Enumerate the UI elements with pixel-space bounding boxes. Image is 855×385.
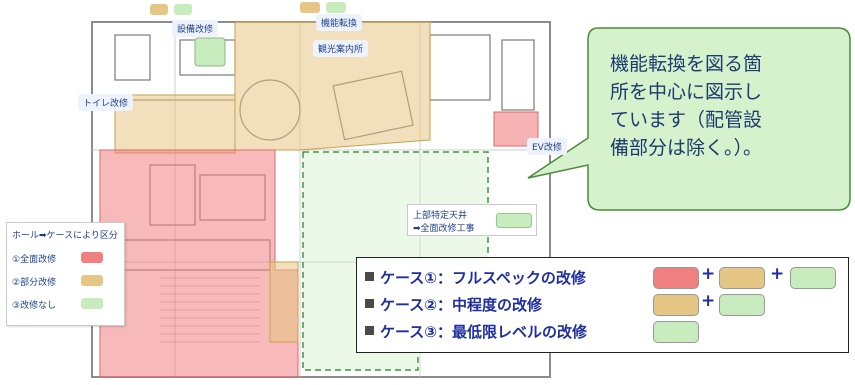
case-2-box-none <box>719 294 765 316</box>
skylight-green-swatch <box>496 213 532 228</box>
chip-equipment-none <box>174 4 192 15</box>
case-1-plus-2: + <box>770 264 785 284</box>
skylight-line2: ➡全面改修工事 <box>413 224 475 234</box>
bubble-text: 機能転換を図る箇 所を中心に図示し ています（配管設 備部分は除く。）。 <box>610 50 830 162</box>
cases-legend: ケース①：フルスペックの改修 ケース②：中程度の改修 ケース③：最低限レベルの改… <box>356 257 849 353</box>
legend-item-full: ①全面改修 <box>12 255 57 265</box>
case-2-label: ケース②：中程度の改修 <box>380 296 542 314</box>
bullet-square <box>365 326 374 335</box>
chip-equipment-green-box <box>194 37 226 67</box>
bubble-line-4: 備部分は除く。）。 <box>610 137 763 159</box>
hall-legend-title: ホール➡ケースにより区分 <box>12 231 118 241</box>
case-2-box-partial <box>653 294 699 316</box>
bullet-square <box>365 272 374 281</box>
label-tourist-info: 観光案内所 <box>313 40 369 57</box>
zone-partial-toilet <box>114 94 236 154</box>
case-3-label: ケース③：最低限レベルの改修 <box>380 323 587 341</box>
label-function-change: 機能転換 <box>316 14 363 31</box>
bubble-line-1: 機能転換を図る箇 <box>610 53 763 75</box>
chip-function-partial <box>300 2 320 13</box>
case-1-row: ケース①：フルスペックの改修 <box>365 267 586 289</box>
case-1-label: ケース①：フルスペックの改修 <box>380 269 586 287</box>
zone-full-hall <box>99 149 299 378</box>
legend-swatch-partial <box>81 275 103 286</box>
legend-item-none: ③改修なし <box>12 301 57 311</box>
case-2-row: ケース②：中程度の改修 <box>365 294 542 316</box>
case-3-box-none <box>653 321 699 343</box>
skylight-line1: 上部特定天井 <box>413 211 468 221</box>
label-equipment: 設備改修 <box>172 20 219 37</box>
case-3-row: ケース③：最低限レベルの改修 <box>365 321 587 343</box>
zone-partial-side <box>269 261 299 343</box>
legend-item-partial: ②部分改修 <box>12 278 57 288</box>
skylight-note: 上部特定天井 ➡全面改修工事 <box>407 204 537 236</box>
label-ev: EV改修 <box>527 138 567 155</box>
case-1-box-partial <box>719 267 765 289</box>
case-1-box-none <box>790 267 836 289</box>
case-1-plus-1: + <box>701 264 716 284</box>
speech-bubble <box>527 27 851 211</box>
chip-function-none <box>326 2 346 13</box>
case-1-box-full <box>653 267 699 289</box>
legend-swatch-none <box>81 298 103 309</box>
legend-swatch-full <box>81 252 103 263</box>
bubble-line-3: ています（配管設 <box>610 109 763 131</box>
bubble-line-2: 所を中心に図示し <box>610 81 763 103</box>
case-2-plus-1: + <box>701 291 716 311</box>
label-toilet: トイレ改修 <box>78 94 134 111</box>
hall-legend: ホール➡ケースにより区分 ①全面改修 ②部分改修 ③改修なし <box>6 222 125 326</box>
chip-equipment-partial <box>150 4 168 15</box>
bullet-square <box>365 299 374 308</box>
